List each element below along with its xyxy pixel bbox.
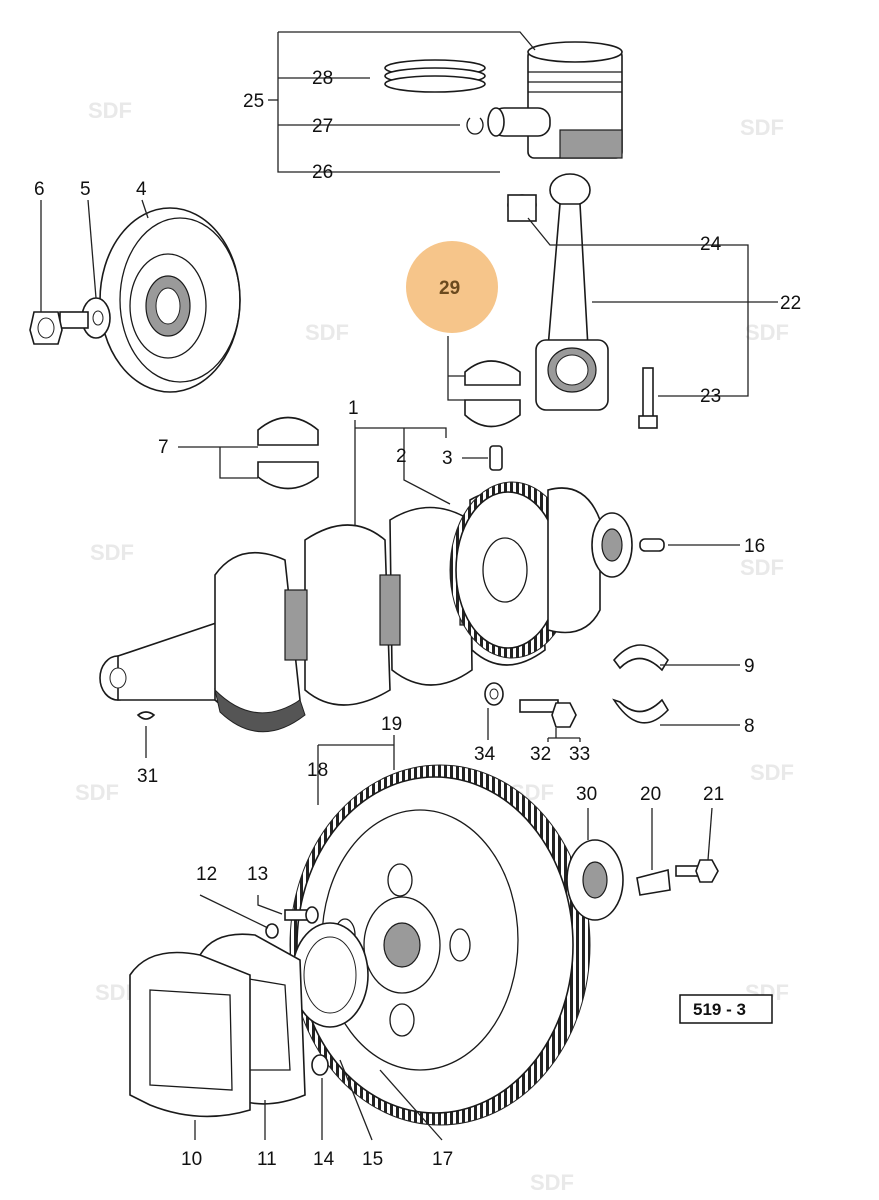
watermark-layer: SDF SDF SDF SDF SDF SDF SDF SDF SDF SDF … xyxy=(75,98,794,1195)
watermark: SDF xyxy=(750,760,794,785)
lock-plate xyxy=(636,868,671,896)
gasket xyxy=(129,951,251,1118)
big-end-bearing-shells xyxy=(464,360,521,428)
callout-12: 12 xyxy=(196,864,217,885)
rear-dowel-pin xyxy=(639,538,665,552)
watermark: SDF xyxy=(90,540,134,565)
callout-6: 6 xyxy=(34,179,45,200)
crankshaft xyxy=(99,481,633,733)
callout-11: 11 xyxy=(257,1149,277,1170)
connecting-rod-group: 29 24 22 23 xyxy=(406,173,801,429)
callout-22: 22 xyxy=(780,293,801,314)
piston-group: 25 28 27 26 xyxy=(243,31,623,183)
dowel-pin xyxy=(489,445,503,471)
watermark: SDF xyxy=(740,115,784,140)
pulley-bolt xyxy=(29,311,89,345)
callout-14: 14 xyxy=(313,1149,335,1170)
callout-15: 15 xyxy=(362,1149,383,1170)
callout-25: 25 xyxy=(243,91,264,112)
callout-26: 26 xyxy=(312,162,333,183)
watermark: SDF xyxy=(305,320,349,345)
callout-20: 20 xyxy=(640,784,661,805)
callout-10: 10 xyxy=(181,1149,202,1170)
circlip xyxy=(466,117,484,135)
hub-group: 30 20 21 xyxy=(566,784,724,921)
callout-29: 29 xyxy=(439,278,460,299)
callout-19: 19 xyxy=(381,714,402,735)
reference-code: 519 - 3 xyxy=(693,1000,746,1019)
callout-31: 31 xyxy=(137,766,158,787)
callout-23: 23 xyxy=(700,386,721,407)
callout-24: 24 xyxy=(700,234,722,255)
callout-30: 30 xyxy=(576,784,597,805)
watermark: SDF xyxy=(745,320,789,345)
lock-washer xyxy=(311,1054,329,1076)
housing-washer xyxy=(265,923,279,939)
reference-box: 519 - 3 xyxy=(679,994,773,1024)
callout-16: 16 xyxy=(744,536,765,557)
connecting-rod-bolt xyxy=(638,367,658,429)
watermark: SDF xyxy=(88,98,132,123)
piston xyxy=(527,41,623,159)
callout-18: 18 xyxy=(307,760,328,781)
woodruff-key xyxy=(136,711,156,720)
thrust-washers xyxy=(612,644,669,724)
callout-28: 28 xyxy=(312,68,333,89)
hub-bolt xyxy=(675,859,719,883)
flywheel xyxy=(289,764,591,1126)
crankshaft-gear xyxy=(449,481,575,659)
callout-7: 7 xyxy=(158,437,169,458)
callout-13: 13 xyxy=(247,864,268,885)
callout-27: 27 xyxy=(312,116,333,137)
splined-hub xyxy=(566,839,624,921)
watermark: SDF xyxy=(530,1170,574,1195)
watermark: SDF xyxy=(75,780,119,805)
callout-8: 8 xyxy=(744,716,755,737)
callout-4: 4 xyxy=(136,179,147,200)
pulley-group: 6 5 4 xyxy=(29,179,241,393)
connecting-rod xyxy=(535,173,609,411)
highlight-marker xyxy=(406,241,498,333)
housing-bolt xyxy=(284,906,319,924)
piston-pin xyxy=(487,107,551,137)
callout-34: 34 xyxy=(474,744,496,765)
callout-9: 9 xyxy=(744,656,755,677)
callout-17: 17 xyxy=(432,1149,453,1170)
watermark: SDF xyxy=(740,555,784,580)
callout-33: 33 xyxy=(569,744,590,765)
callout-3: 3 xyxy=(442,448,453,469)
callout-1: 1 xyxy=(348,398,359,419)
callout-2: 2 xyxy=(396,446,407,467)
gear-bolt xyxy=(519,699,577,728)
main-bearing-group: 7 3 1 2 xyxy=(158,398,503,530)
callout-21: 21 xyxy=(703,784,724,805)
flywheel-group: 12 13 10 11 14 15 17 18 19 xyxy=(129,714,591,1170)
callout-5: 5 xyxy=(80,179,91,200)
callout-32: 32 xyxy=(530,744,551,765)
piston-rings xyxy=(384,59,486,93)
